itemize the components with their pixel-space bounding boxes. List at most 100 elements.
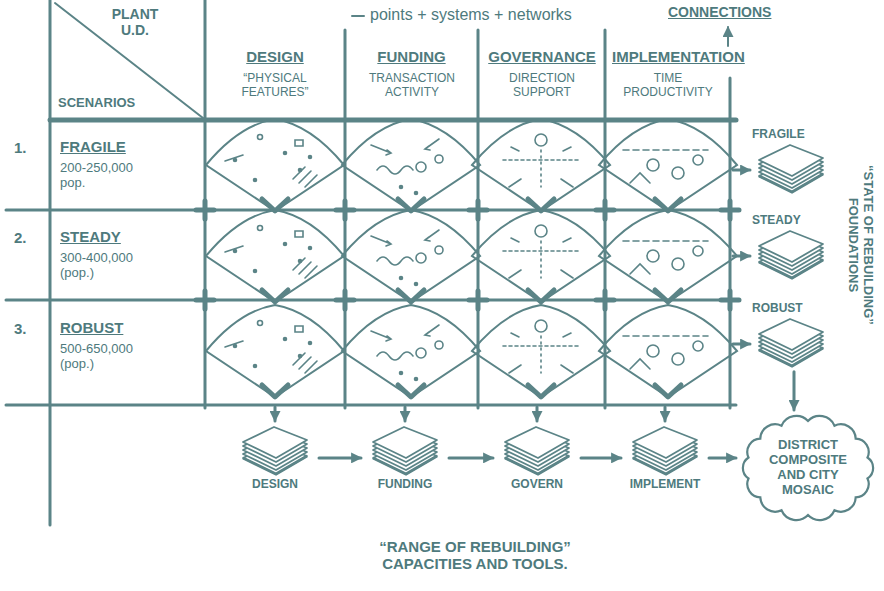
stack-node: DESIGN xyxy=(233,424,317,492)
scenario-name: STEADY xyxy=(60,228,180,245)
stack-base xyxy=(759,174,823,192)
top-note: points + systems + networks xyxy=(370,6,650,24)
flow-arrow xyxy=(793,372,796,410)
cloud-text: DISTRICT COMPOSITE AND CITY MOSAIC xyxy=(763,438,853,498)
stack-label: GOVERN xyxy=(511,478,563,492)
grid-line xyxy=(6,209,736,212)
diamond-sketch xyxy=(503,134,579,187)
stack-node: STEADY xyxy=(752,214,836,282)
stack-sheet xyxy=(243,427,307,458)
sketch-diamond xyxy=(206,210,344,302)
diamond-sketch xyxy=(371,139,443,195)
plus-mark xyxy=(336,201,354,219)
plus-marks xyxy=(196,201,739,309)
stack-node: GOVERN xyxy=(495,424,579,492)
cloud-node: DISTRICT COMPOSITE AND CITY MOSAIC xyxy=(738,412,878,524)
scenario-name: FRAGILE xyxy=(60,138,180,155)
population-range: 300-400,000 (pop.) xyxy=(60,251,152,281)
sketch-diamond xyxy=(342,119,480,211)
column-arrow xyxy=(404,407,407,421)
stack-base xyxy=(759,260,823,278)
plus-mark xyxy=(196,201,214,219)
stack-label: ROBUST xyxy=(752,302,803,316)
flow-arrow xyxy=(709,456,736,459)
corner-label: SCENARIOS xyxy=(58,96,168,111)
stack-label: FUNDING xyxy=(378,478,433,492)
stack-outline xyxy=(370,424,440,478)
stack-sheet xyxy=(633,427,697,458)
diamond-sketch xyxy=(623,336,708,369)
stack-label: DESIGN xyxy=(252,478,298,492)
row-number: 1. xyxy=(14,139,44,156)
stack-node: FRAGILE xyxy=(752,128,836,196)
stack-outline xyxy=(502,424,572,478)
stack-node: FUNDING xyxy=(363,424,447,492)
plus-mark xyxy=(596,201,614,219)
stack-outline xyxy=(756,228,826,282)
grid-lines xyxy=(6,0,736,525)
top-note: CONNECTIONS xyxy=(668,4,788,20)
row-arrow xyxy=(733,343,750,346)
stack-label: FRAGILE xyxy=(752,128,805,142)
diamond-sketch xyxy=(623,150,708,183)
diamond-sketch xyxy=(225,226,317,279)
cloud-outline xyxy=(743,416,873,520)
stack-base xyxy=(633,456,697,474)
column-subheading: TRANSACTION ACTIVITY xyxy=(352,72,472,100)
scenario-diamonds xyxy=(206,119,737,397)
sketch-diamond xyxy=(342,210,480,302)
plus-mark xyxy=(469,201,487,219)
diamond-sketch xyxy=(623,241,708,274)
grid-line xyxy=(6,299,736,302)
diamond-sketch xyxy=(225,321,317,374)
grid-arrows xyxy=(275,27,750,421)
column-subheading: TIME PRODUCTIVITY xyxy=(612,72,724,100)
stack-outline xyxy=(756,142,826,196)
row-arrow xyxy=(733,169,750,172)
stack-node: IMPLEMENT xyxy=(623,424,707,492)
stack-outline xyxy=(756,316,826,370)
stack-base xyxy=(373,456,437,474)
column-subheading: “PHYSICAL FEATURES” xyxy=(222,72,328,100)
plus-mark xyxy=(721,201,739,219)
sketch-diamond xyxy=(472,119,610,211)
plus-mark xyxy=(469,291,487,309)
population-range: 200-250,000 pop. xyxy=(60,161,152,191)
scenario-name: ROBUST xyxy=(60,319,180,336)
stack-sheet xyxy=(759,319,823,350)
column-arrow xyxy=(536,407,539,421)
column-heading: DESIGN xyxy=(207,48,343,65)
population-range: 500-650,000 (pop.) xyxy=(60,342,152,372)
sketch-diamond xyxy=(599,119,737,211)
stack-base xyxy=(243,456,307,474)
column-arrow xyxy=(664,407,667,421)
row-number: 2. xyxy=(14,229,44,246)
stack-outline xyxy=(240,424,310,478)
corner-label: PLANT U.D. xyxy=(100,6,170,38)
plus-mark xyxy=(336,291,354,309)
stack-outline xyxy=(630,424,700,478)
stack-sheet xyxy=(373,427,437,458)
sketch-diamond xyxy=(599,210,737,302)
flow-arrow xyxy=(581,456,621,459)
stack-sheet xyxy=(759,145,823,176)
stack-node: ROBUST xyxy=(752,302,836,370)
stack-base xyxy=(759,348,823,366)
grid-line xyxy=(729,78,732,408)
stack-label: IMPLEMENT xyxy=(630,478,701,492)
plus-mark xyxy=(196,291,214,309)
plus-mark xyxy=(721,291,739,309)
diamond-sketch xyxy=(503,225,579,278)
column-arrow xyxy=(274,407,277,421)
side-note: “STATE OF REBUILDING” FOUNDATIONS xyxy=(845,135,875,355)
stack-label: STEADY xyxy=(752,214,801,228)
sketch-diamond xyxy=(599,305,737,397)
stack-sheet xyxy=(505,427,569,458)
diamond-sketch xyxy=(371,325,443,381)
connection-arrow xyxy=(727,27,729,46)
corner-diagonal xyxy=(55,3,203,118)
column-subheading: DIRECTION SUPPORT xyxy=(486,72,598,100)
